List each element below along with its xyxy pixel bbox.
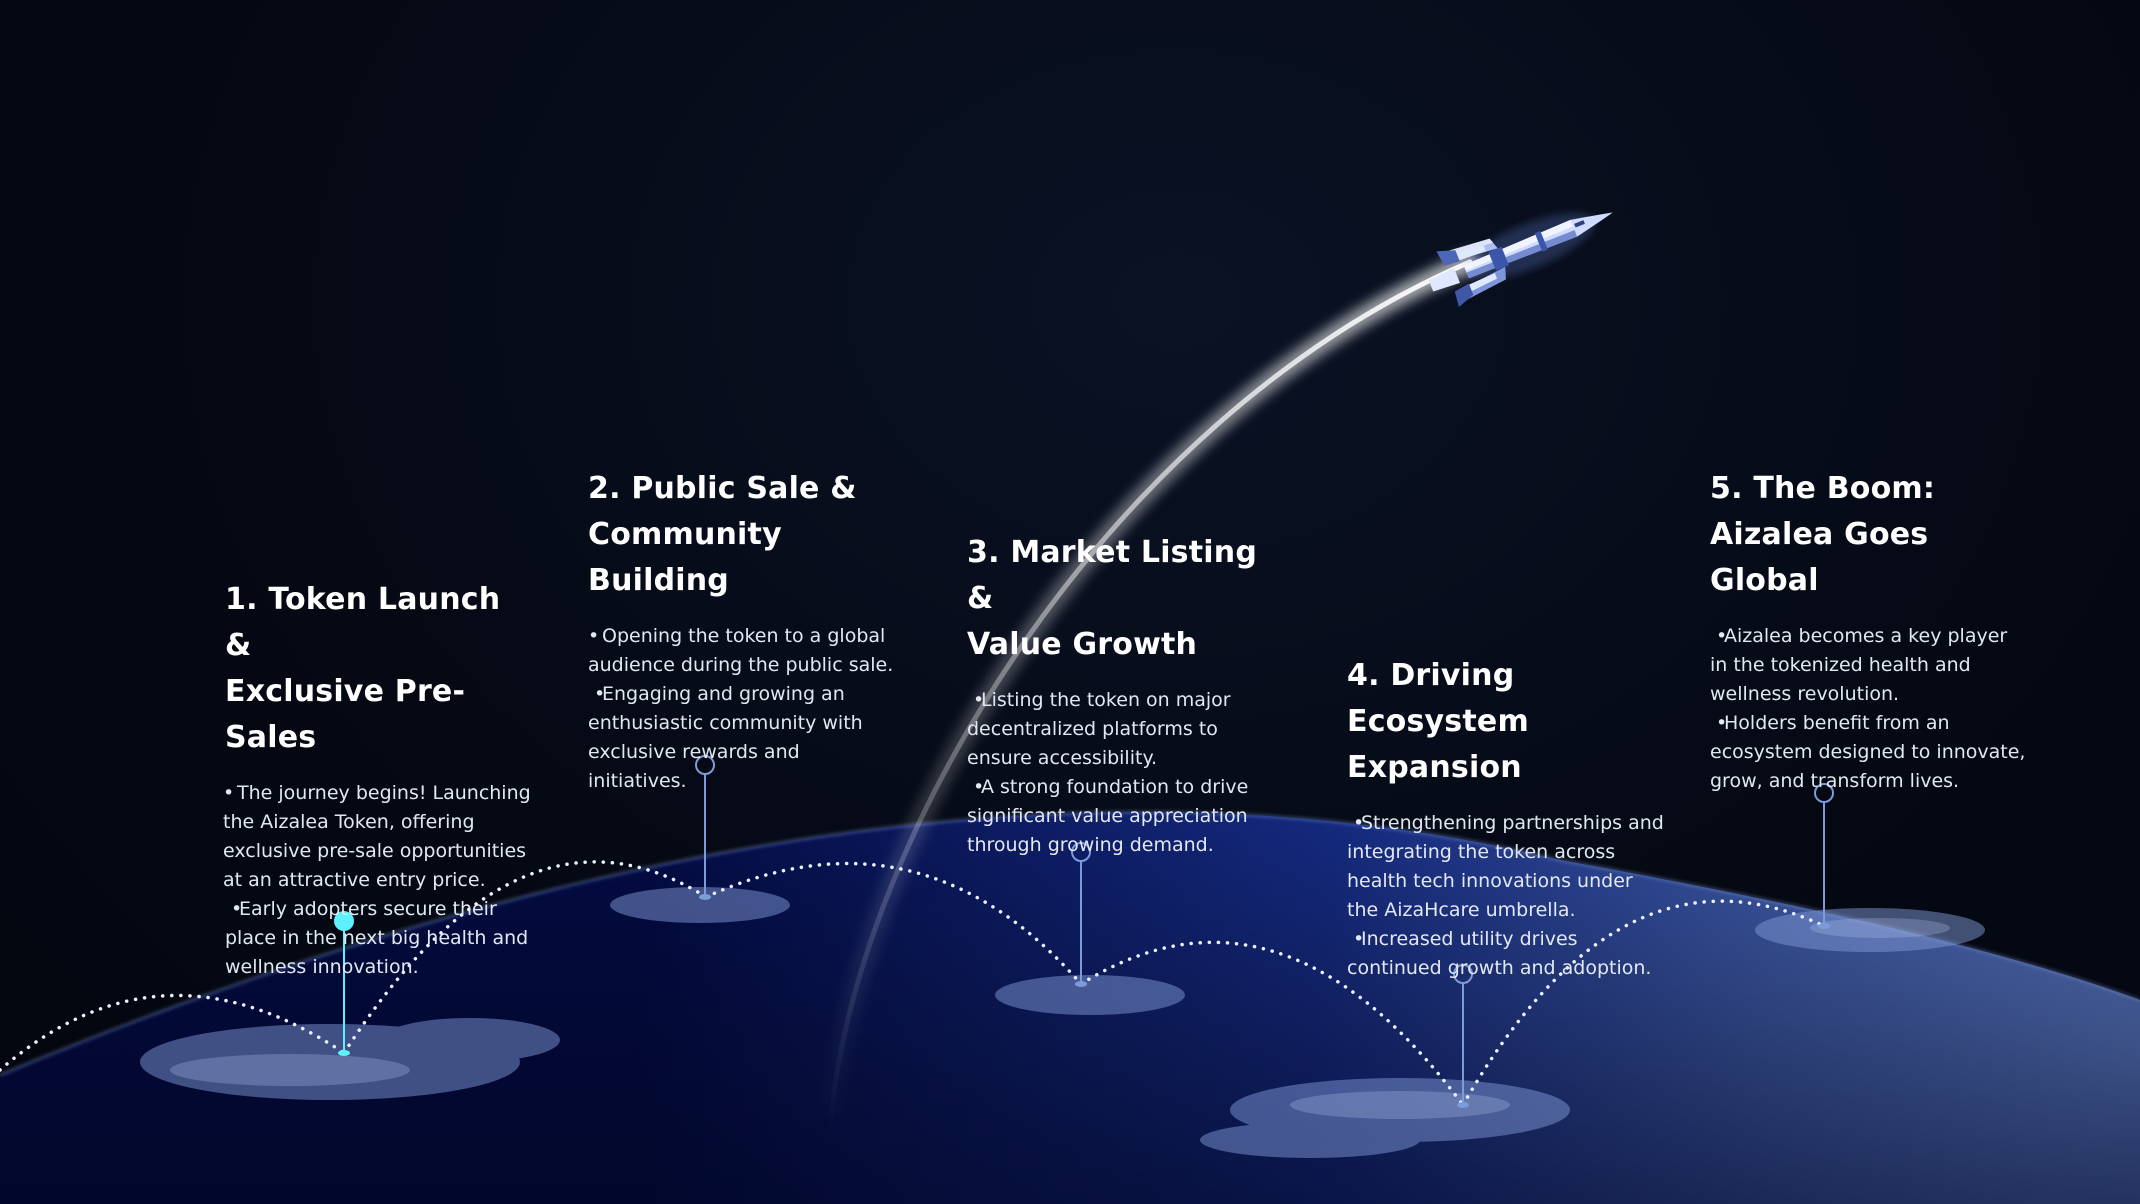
step-bullet: •Aizalea becomes a key player in the tok… (1710, 625, 2008, 705)
pin-marker-icon (1071, 842, 1091, 987)
step-bullet: •Engaging and growing an enthusiastic co… (588, 683, 863, 792)
continent-texture (170, 918, 1950, 1119)
step-bullet: •The journey begins! Launching the Aizal… (223, 782, 531, 891)
pin-marker-icon (1814, 783, 1834, 929)
continent-dots (140, 887, 1985, 1158)
step-bullet: •Increased utility drives continued grow… (1347, 928, 1652, 979)
journey-path (0, 860, 1826, 1107)
roadmap-step-4: 4. Driving Ecosystem Expansion •Strength… (1347, 653, 1667, 983)
roadmap-step-5: 5. The Boom: Aizalea Goes Global •Aizale… (1710, 466, 2030, 796)
step-bullet: •Listing the token on major decentralize… (967, 689, 1231, 769)
roadmap-step-2: 2. Public Sale & Community Building •Ope… (588, 466, 898, 796)
pin-marker-icon (1453, 964, 1473, 1108)
roadmap-step-1: 1. Token Launch & Exclusive Pre-Sales •T… (223, 577, 535, 982)
pin-marker-icon (334, 911, 354, 1056)
step-bullet: •A strong foundation to drive significan… (967, 776, 1249, 856)
step-bullet: •Strengthening partnerships and integrat… (1347, 812, 1664, 921)
step-bullet: •Holders benefit from an ecosystem desig… (1710, 712, 2026, 792)
roadmap-step-3: 3. Market Listing & Value Growth •Listin… (967, 530, 1277, 860)
pin-markers (334, 755, 1834, 1108)
rocket-trail (827, 259, 1473, 1133)
pin-marker-icon (695, 755, 715, 900)
step-title: 3. Market Listing & Value Growth (967, 535, 1257, 662)
rocket-icon (1428, 212, 1613, 308)
step-bullet: •Early adopters secure their place in th… (225, 898, 529, 978)
step-bullet: •Opening the token to a global audience … (588, 625, 894, 676)
step-title: 5. The Boom: Aizalea Goes Global (1710, 471, 1936, 598)
step-title: 1. Token Launch & Exclusive Pre-Sales (225, 582, 501, 755)
step-title: 2. Public Sale & Community Building (588, 471, 857, 598)
step-title: 4. Driving Ecosystem Expansion (1347, 658, 1529, 785)
